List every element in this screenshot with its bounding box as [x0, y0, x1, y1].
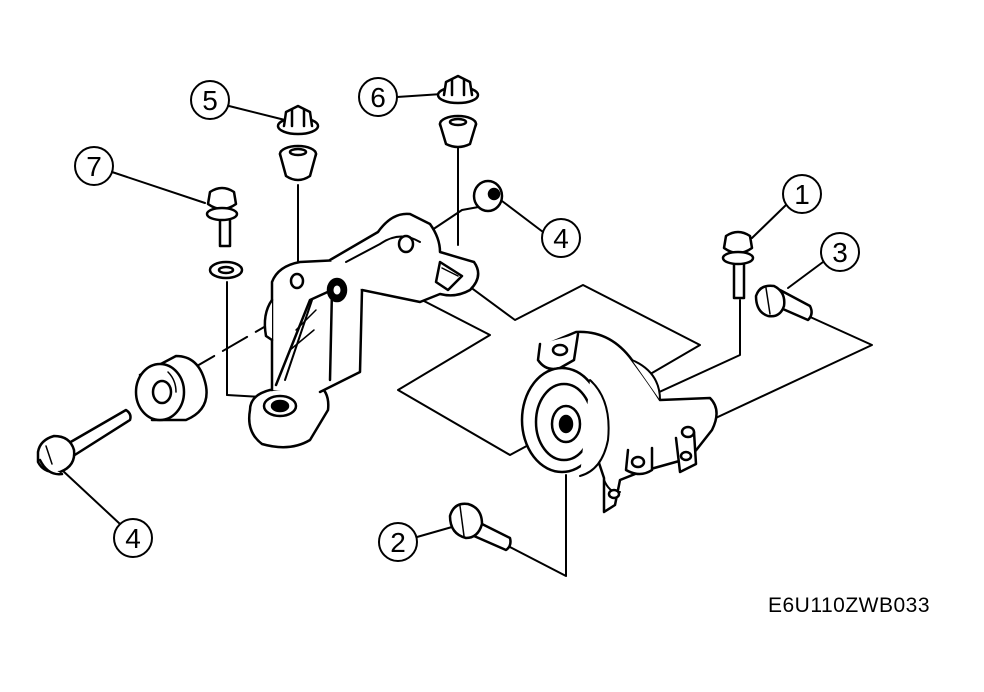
bolt-3	[754, 284, 813, 322]
washer-7	[208, 260, 244, 280]
collar-6	[438, 114, 478, 149]
callout-4-bottom: 4	[61, 469, 153, 558]
bolt-2	[448, 502, 512, 552]
svg-text:2: 2	[390, 527, 406, 558]
callout-6: 6	[358, 77, 443, 117]
long-bolt-4	[36, 408, 132, 476]
callout-5: 5	[190, 80, 286, 121]
figure-code-label: E6U110ZWB033	[768, 594, 931, 617]
flange-nut-5	[276, 104, 320, 136]
callout-7: 7	[74, 146, 206, 204]
svg-text:3: 3	[832, 237, 848, 268]
svg-text:6: 6	[370, 82, 386, 113]
svg-text:7: 7	[86, 151, 102, 182]
flange-nut-6	[436, 74, 480, 105]
callout-1: 1	[751, 174, 822, 239]
nut-4-top	[472, 179, 504, 213]
collar-5	[278, 144, 318, 182]
bolt-7	[205, 186, 239, 248]
mount-insulator	[520, 330, 718, 514]
mount-bracket	[248, 212, 480, 449]
svg-text:4: 4	[553, 223, 569, 254]
bolt-1	[721, 230, 755, 300]
svg-text:5: 5	[202, 85, 218, 116]
svg-text:4: 4	[125, 523, 141, 554]
svg-text:1: 1	[794, 179, 810, 210]
rubber-bushing	[134, 354, 208, 422]
callout-4-top: 4	[501, 200, 581, 258]
callout-3: 3	[787, 232, 860, 289]
callout-2: 2	[378, 522, 453, 562]
